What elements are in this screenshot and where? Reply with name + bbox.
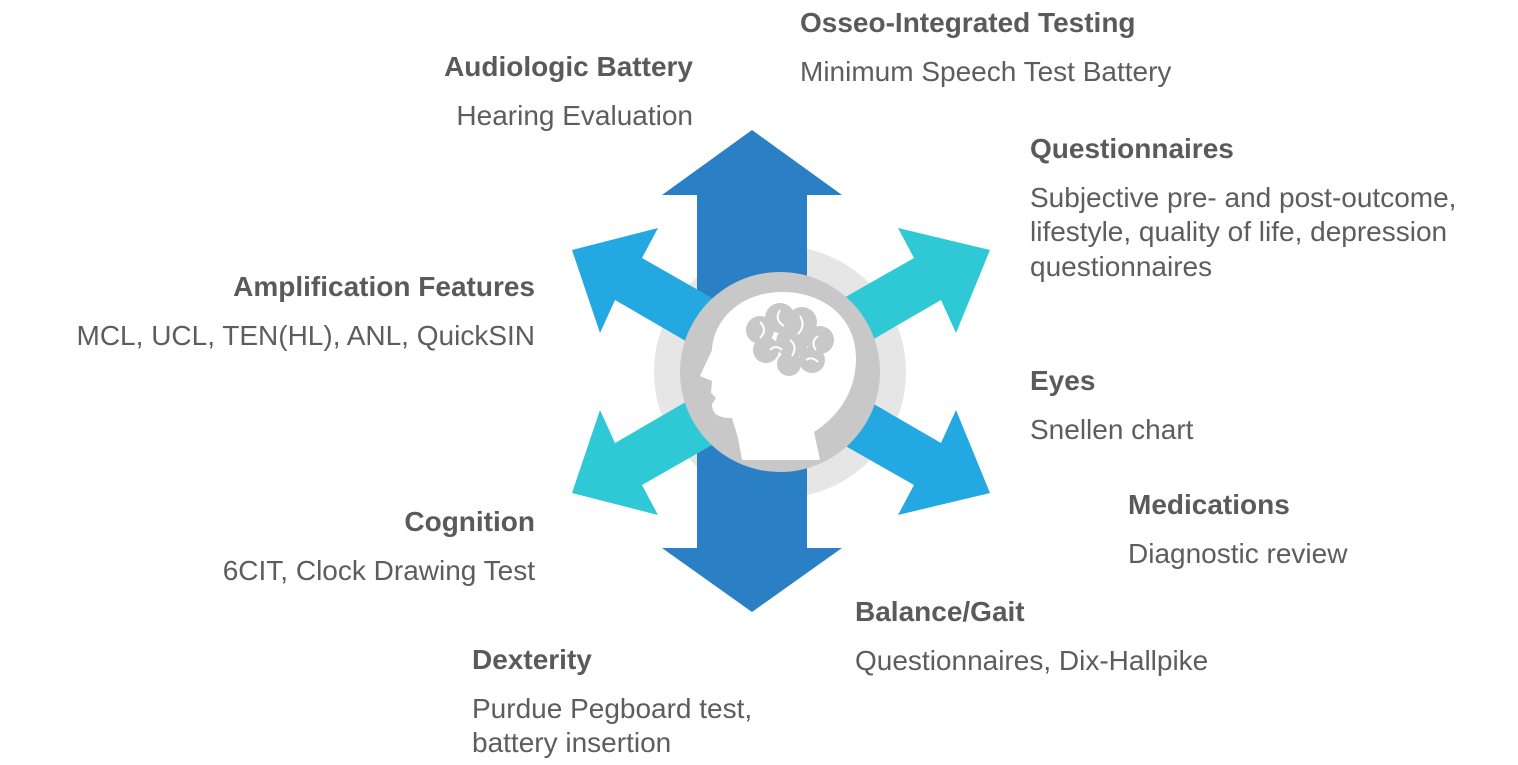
label-audiologic-battery: Audiologic Battery Hearing Evaluation xyxy=(360,50,693,133)
item-title: Amplification Features xyxy=(233,271,535,302)
item-title: Balance/Gait xyxy=(855,596,1025,627)
label-questionnaires: Questionnaires Subjective pre- and post-… xyxy=(1030,132,1518,285)
item-title: Osseo-Integrated Testing xyxy=(800,7,1136,38)
item-desc: Snellen chart xyxy=(1030,413,1194,445)
item-desc: Questionnaires, Dix-Hallpike xyxy=(855,644,1209,676)
item-title: Questionnaires xyxy=(1030,133,1234,164)
label-medications: Medications Diagnostic review xyxy=(1128,488,1468,571)
label-cognition: Cognition 6CIT, Clock Drawing Test xyxy=(100,505,535,588)
item-desc: 6CIT, Clock Drawing Test xyxy=(222,554,535,586)
label-amplification-features: Amplification Features MCL, UCL, TEN(HL)… xyxy=(0,270,535,353)
item-title: Eyes xyxy=(1030,365,1096,396)
item-desc: Purdue Pegboard test, battery insertion xyxy=(472,692,753,759)
item-desc: MCL, UCL, TEN(HL), ANL, QuickSIN xyxy=(76,319,535,351)
label-osseo-integrated-testing: Osseo-Integrated Testing Minimum Speech … xyxy=(800,6,1260,89)
label-dexterity: Dexterity Purdue Pegboard test, battery … xyxy=(472,643,852,761)
item-title: Dexterity xyxy=(472,644,592,675)
item-desc: Subjective pre- and post-outcome, lifest… xyxy=(1030,181,1457,283)
item-title: Cognition xyxy=(404,506,535,537)
label-eyes: Eyes Snellen chart xyxy=(1030,364,1330,447)
item-title: Audiologic Battery xyxy=(444,51,693,82)
item-desc: Minimum Speech Test Battery xyxy=(800,55,1172,87)
item-desc: Hearing Evaluation xyxy=(456,99,693,131)
item-desc: Diagnostic review xyxy=(1128,537,1348,569)
label-balance-gait: Balance/Gait Questionnaires, Dix-Hallpik… xyxy=(855,595,1315,678)
item-title: Medications xyxy=(1128,489,1290,520)
head-with-brain-icon xyxy=(700,292,856,460)
